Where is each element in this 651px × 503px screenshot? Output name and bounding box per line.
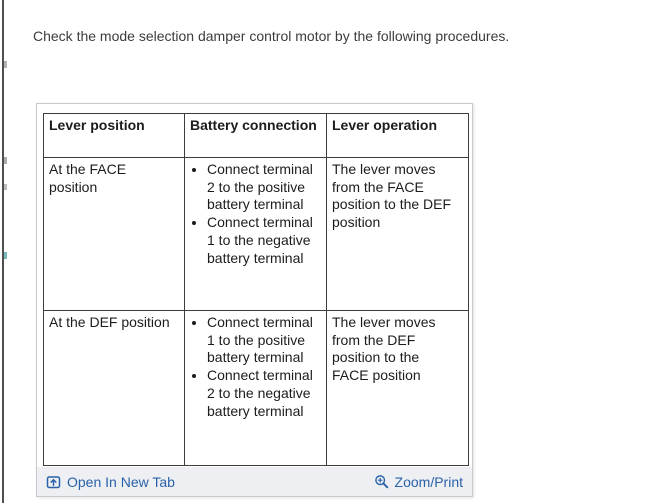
cropped-text-artifact <box>4 157 7 164</box>
cell-battery-connection: Connect terminal 1 to the positive batte… <box>184 310 327 466</box>
panel-footer: Open In New Tab Zoom/Print <box>37 467 472 496</box>
procedure-table-panel: Lever position Battery connection Lever … <box>36 103 473 497</box>
cell-lever-operation: The lever moves from the FACE position t… <box>326 157 469 311</box>
table-header-row: Lever position Battery connection Lever … <box>43 113 469 158</box>
cell-lever-position: At the DEF position <box>43 310 185 466</box>
header-lever-operation: Lever operation <box>326 113 469 158</box>
bullet-item: Connect terminal 1 to the positive batte… <box>207 314 321 367</box>
cropped-text-artifact <box>4 184 7 190</box>
cropped-text-artifact <box>4 252 7 259</box>
zoom-print-label: Zoom/Print <box>394 473 463 490</box>
bullet-item: Connect terminal 1 to the negative batte… <box>207 214 321 267</box>
open-in-new-tab-label: Open In New Tab <box>67 473 175 490</box>
open-in-new-tab-link[interactable]: Open In New Tab <box>46 474 175 490</box>
left-panel-divider <box>2 0 4 503</box>
header-lever-position: Lever position <box>43 113 185 158</box>
table-row: At the FACE position Connect terminal 2 … <box>43 157 469 311</box>
bullet-item: Connect terminal 2 to the positive batte… <box>207 161 321 214</box>
cell-lever-operation: The lever moves from the DEF position to… <box>326 310 469 466</box>
procedure-table: Lever position Battery connection Lever … <box>43 113 469 466</box>
cropped-text-artifact <box>4 61 7 68</box>
bullet-list: Connect terminal 1 to the positive batte… <box>190 314 321 420</box>
zoom-magnifier-plus-icon <box>374 475 388 489</box>
instruction-text: Check the mode selection damper control … <box>33 28 510 44</box>
header-battery-connection: Battery connection <box>184 113 327 158</box>
open-in-new-tab-icon <box>46 476 61 489</box>
cell-battery-connection: Connect terminal 2 to the positive batte… <box>184 157 327 311</box>
bullet-item: Connect terminal 2 to the negative batte… <box>207 367 321 420</box>
table-row: At the DEF position Connect terminal 1 t… <box>43 310 469 466</box>
zoom-print-link[interactable]: Zoom/Print <box>374 474 463 490</box>
bullet-list: Connect terminal 2 to the positive batte… <box>190 161 321 267</box>
cell-lever-position: At the FACE position <box>43 157 185 311</box>
